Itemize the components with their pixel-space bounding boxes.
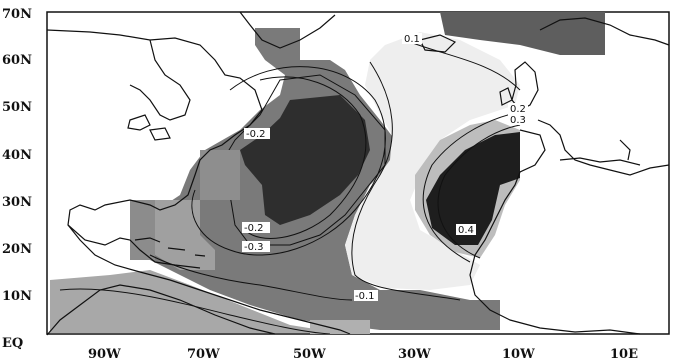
lat-label: 40N bbox=[2, 148, 32, 163]
contour-label-group: 0.1 0.2 0.3 -0.2 -0.2 -0.3 0.4 -0.1 bbox=[242, 33, 528, 302]
contour-label: -0.2 bbox=[244, 223, 264, 234]
contour-line bbox=[437, 124, 521, 259]
negative-core bbox=[240, 95, 370, 225]
coastlines bbox=[46, 11, 670, 336]
contour-line bbox=[149, 254, 353, 301]
lat-label: 10N bbox=[2, 289, 32, 304]
contour-line bbox=[244, 76, 367, 239]
coastline-hudson bbox=[129, 39, 191, 121]
lat-label: EQ bbox=[2, 336, 23, 351]
field-block bbox=[130, 200, 155, 260]
lat-label: 60N bbox=[2, 53, 32, 68]
coastline-gulf bbox=[67, 224, 201, 269]
coastline-caribbean bbox=[134, 237, 206, 257]
coastline-iceland bbox=[419, 34, 457, 53]
positive-core bbox=[426, 132, 520, 245]
positive-region-weak bbox=[345, 32, 520, 290]
coastline-south-america bbox=[46, 284, 276, 336]
coastline-mediterranean bbox=[559, 139, 641, 166]
longitude-axis: 90W 70W 50W 30W 10W 10E bbox=[88, 347, 638, 361]
positive-region-north bbox=[440, 12, 605, 55]
contour-label: -0.1 bbox=[355, 291, 375, 302]
coastline-british-isles bbox=[499, 61, 539, 111]
contour-label: 0.3 bbox=[510, 115, 526, 126]
lat-label: 70N bbox=[2, 7, 32, 22]
latitude-axis: 70N 60N 50N 40N 30N 20N 10N EQ bbox=[2, 7, 32, 351]
contour-line bbox=[351, 61, 461, 301]
coastline-north-america bbox=[46, 29, 351, 335]
coastline-great-lakes bbox=[127, 114, 171, 141]
lon-label: 10W bbox=[502, 347, 535, 361]
lat-label: 50N bbox=[2, 100, 32, 115]
coastline-iberia-africa bbox=[469, 129, 641, 335]
contour-label: 0.2 bbox=[510, 104, 526, 115]
contour-line bbox=[422, 111, 521, 263]
contour-lines bbox=[59, 39, 521, 335]
lat-label: 20N bbox=[2, 242, 32, 257]
contour-label: 0.1 bbox=[404, 34, 420, 45]
coastline-greenland bbox=[239, 11, 336, 49]
contour-line bbox=[191, 66, 386, 256]
lon-label: 10E bbox=[610, 347, 638, 361]
lon-label: 70W bbox=[187, 347, 220, 361]
field-block bbox=[310, 320, 370, 334]
lon-label: 90W bbox=[88, 347, 121, 361]
lat-label: 30N bbox=[2, 195, 32, 210]
lon-label: 50W bbox=[293, 347, 326, 361]
lon-label: 30W bbox=[398, 347, 431, 361]
contour-label: 0.4 bbox=[458, 225, 474, 236]
negative-region-weak-west bbox=[155, 200, 215, 270]
contour-line bbox=[59, 288, 331, 335]
contour-label: -0.3 bbox=[244, 242, 264, 253]
contour-label: -0.2 bbox=[246, 129, 266, 140]
coastline-europe bbox=[537, 17, 670, 176]
contour-line bbox=[404, 39, 521, 91]
field-block bbox=[200, 150, 240, 200]
